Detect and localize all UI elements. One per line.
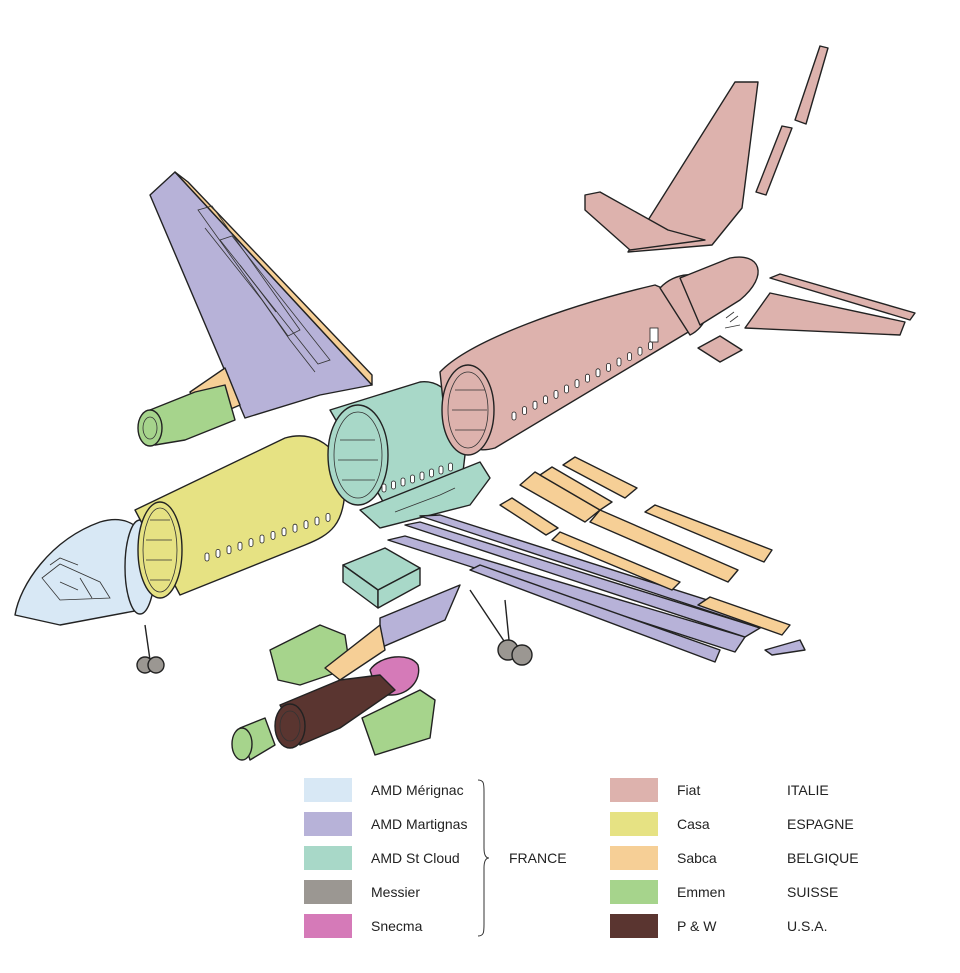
pylon: [324, 584, 461, 681]
legend-swatch-amd-martignas: [304, 812, 352, 836]
legend-label-amd-merignac: AMD Mérignac: [371, 782, 464, 798]
fuselage-window: [564, 384, 569, 394]
fuselage-window: [381, 483, 387, 493]
fuselage-window: [511, 411, 517, 421]
left-engine-nacelle: [137, 367, 241, 447]
fuselage-window: [606, 362, 611, 372]
fuselage-window: [532, 400, 538, 410]
france-brace: [477, 779, 490, 937]
legend-swatch-snecma: [304, 914, 352, 938]
fuselage-window: [648, 341, 653, 351]
legend-label-messier: Messier: [371, 884, 421, 900]
fuselage-window: [248, 538, 254, 547]
fuselage-window: [553, 389, 559, 399]
fuselage-window: [637, 346, 643, 356]
rear-fuselage: [439, 256, 759, 456]
country-label-espagne: ESPAGNE: [787, 816, 854, 832]
fuselage-window: [259, 534, 265, 544]
center-fuselage: [327, 381, 491, 529]
author-mark: [724, 311, 741, 329]
fuselage-window: [627, 352, 632, 362]
fuselage-window: [574, 379, 580, 389]
vertical-stabilizer: [627, 45, 829, 253]
fuselage-window: [429, 468, 434, 478]
fuselage-window: [616, 357, 622, 367]
fuselage-window: [419, 471, 425, 481]
legend-swatch-fiat: [610, 778, 658, 802]
fuselage-window: [270, 531, 276, 540]
left-horizontal-stabilizer: [584, 191, 706, 251]
country-label-usa: U.S.A.: [787, 918, 828, 934]
legend-label-amd-martignas: AMD Martignas: [371, 816, 468, 832]
left-wing: [149, 171, 373, 419]
fuselage-window: [400, 477, 406, 487]
right-horizontal-stabilizer: [697, 273, 916, 363]
fuselage-window: [325, 513, 331, 522]
legend-swatch-messier: [304, 880, 352, 904]
legend-label-sabca: Sabca: [677, 850, 717, 866]
legend-swatch-amd-st-cloud: [304, 846, 352, 870]
legend-label-fiat: Fiat: [677, 782, 701, 798]
engine-inlet: [231, 717, 276, 761]
legend-swatch-pw: [610, 914, 658, 938]
country-label-france: FRANCE: [509, 850, 567, 866]
fuselage-window: [410, 474, 415, 484]
fuselage-window: [391, 480, 396, 490]
legend-swatch-sabca: [610, 846, 658, 870]
nose-section: [14, 518, 156, 626]
country-label-belgique: BELGIQUE: [787, 850, 859, 866]
fuselage-window: [292, 523, 298, 533]
fuselage-window: [585, 373, 590, 383]
fuselage-window: [204, 552, 210, 562]
fuselage-window: [438, 465, 444, 475]
fuselage-window: [237, 541, 243, 551]
legend-swatch-casa: [610, 812, 658, 836]
fuselage-window: [215, 549, 221, 558]
fuselage-window: [448, 462, 453, 472]
legend-label-pw: P & W: [677, 918, 717, 934]
fuselage-window: [314, 516, 320, 526]
country-label-italie: ITALIE: [787, 782, 829, 798]
engine-outer-cowl-right: [361, 689, 436, 756]
fuselage-window: [226, 545, 232, 555]
legend-label-emmen: Emmen: [677, 884, 726, 900]
fuselage-window: [522, 406, 527, 416]
fuselage-window: [303, 520, 309, 529]
fuselage-window: [543, 395, 548, 405]
fuselage-window: [595, 368, 601, 378]
wing-center-box: [342, 547, 421, 609]
forward-fuselage: [134, 435, 346, 599]
legend-swatch-emmen: [610, 880, 658, 904]
country-label-suisse: SUISSE: [787, 884, 839, 900]
legend-label-amd-st-cloud: AMD St Cloud: [371, 850, 460, 866]
right-wing: [387, 514, 806, 663]
legend-label-snecma: Snecma: [371, 918, 423, 934]
fuselage-window: [281, 527, 287, 537]
nose-landing-gear: [136, 624, 165, 674]
right-wing-flaps: [499, 456, 791, 636]
main-landing-gear: [469, 589, 533, 666]
legend-swatch-amd-merignac: [304, 778, 352, 802]
legend-label-casa: Casa: [677, 816, 710, 832]
engine-core-pw: [274, 674, 396, 749]
